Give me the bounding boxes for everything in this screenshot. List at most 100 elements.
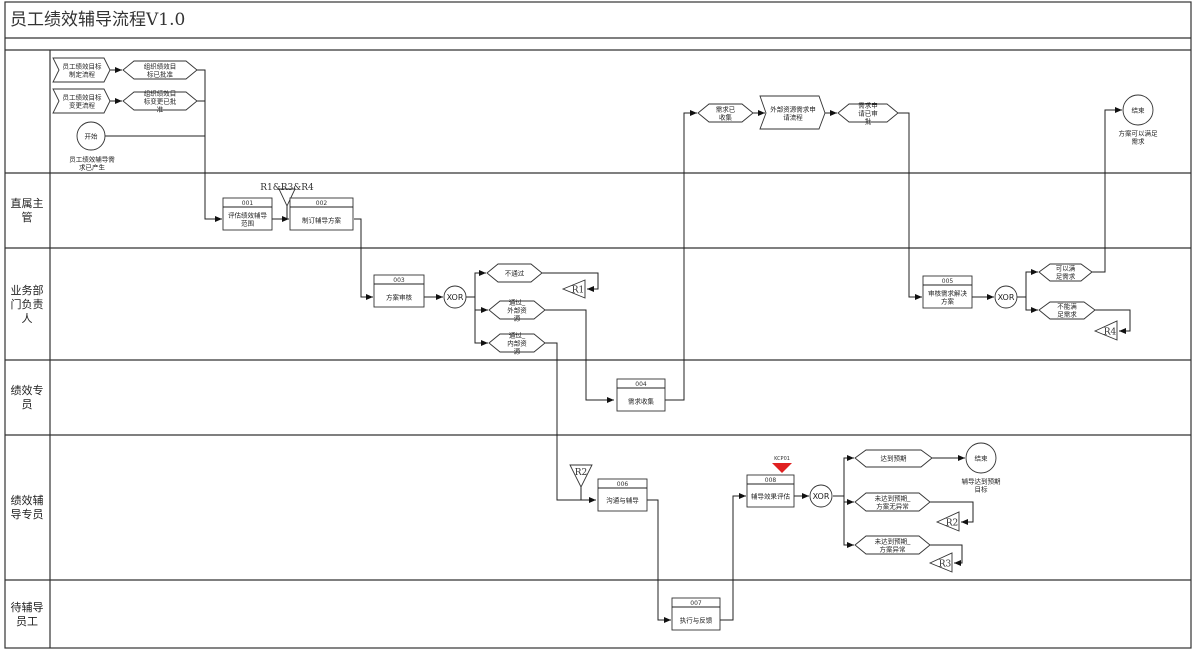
label-line: 达到预期 bbox=[881, 453, 908, 462]
process-004[interactable]: 004 需求收集 bbox=[616, 378, 666, 412]
shape-label: 员工绩效目标制定流程 bbox=[63, 61, 103, 78]
connector bbox=[833, 455, 854, 497]
shape-outline bbox=[837, 103, 899, 123]
shape-label: 需求申请已审批 bbox=[858, 100, 878, 125]
connector bbox=[474, 310, 488, 346]
start-event[interactable]: 开始 bbox=[76, 121, 106, 151]
kcp-marker[interactable]: KCP01 bbox=[772, 456, 792, 473]
event-below-expectation-plan-abnormal[interactable]: 未达到预期_方案异常 bbox=[854, 535, 931, 555]
connector bbox=[720, 493, 746, 621]
shape-label: XOR bbox=[813, 492, 830, 501]
label-line: 足需求 bbox=[1056, 271, 1076, 280]
event-rejected[interactable]: 不通过 bbox=[486, 263, 543, 283]
shape-outline bbox=[561, 279, 586, 299]
label-line: 员工 bbox=[16, 615, 38, 628]
label-line: 准 bbox=[157, 104, 164, 113]
event-org-goal-change-approved[interactable]: 组织绩效目标变更已批准 bbox=[122, 88, 198, 113]
shape-label: 需求已收集 bbox=[716, 104, 736, 121]
event-cannot-meet-demand[interactable]: 不能满足需求 bbox=[1038, 301, 1096, 320]
shape-outline bbox=[373, 274, 425, 308]
event-demand-collected[interactable]: 需求已收集 bbox=[697, 103, 754, 123]
label-line: 源 bbox=[514, 346, 521, 355]
shape-label: 通过_外部资源 bbox=[507, 297, 527, 322]
event-org-goal-approved[interactable]: 组织绩效目标已批准 bbox=[122, 60, 198, 80]
swimlane-frame bbox=[4, 1, 1192, 649]
label-line: 导专员 bbox=[11, 507, 44, 521]
diagram-title: 员工绩效辅导流程V1.0 bbox=[10, 10, 185, 30]
xor-gateway-1[interactable]: XOR bbox=[443, 285, 467, 309]
subprocess-external-resource-request[interactable]: 外部资源需求申请流程 bbox=[759, 95, 826, 130]
start-event-caption: 员工绩效辅导需求已产生 bbox=[69, 154, 115, 171]
shape-label: 008 bbox=[765, 477, 777, 484]
process-006[interactable]: 006 沟通与辅导 bbox=[597, 478, 648, 512]
label-line: 制定流程 bbox=[69, 69, 96, 78]
risk-marker-r2-expectation[interactable]: R2 bbox=[935, 511, 960, 532]
shape-outline bbox=[1038, 263, 1093, 282]
shape-label: R3 bbox=[939, 560, 952, 570]
end-event-coaching-goal-met[interactable]: 结束 bbox=[965, 442, 997, 474]
process-007[interactable]: 007 执行与反馈 bbox=[671, 597, 721, 631]
process-001[interactable]: 001 评估绩效辅导范围 bbox=[222, 197, 273, 231]
shape-label: 005 bbox=[942, 278, 954, 285]
lane-label-performance-specialist: 绩效专员 bbox=[11, 383, 44, 411]
event-below-expectation-plan-ok[interactable]: 未达到预期_方案无异常 bbox=[854, 492, 931, 512]
connector bbox=[665, 110, 697, 401]
label-line: 请流程 bbox=[783, 112, 803, 121]
label-line: 内部资 bbox=[507, 338, 527, 347]
shape-label: XOR bbox=[998, 293, 1015, 302]
label-line: 方案无异常 bbox=[876, 501, 909, 510]
shape-outline bbox=[488, 300, 546, 320]
risk-marker-r2-coaching[interactable]: R2 bbox=[569, 464, 593, 489]
shape-outline bbox=[616, 378, 666, 412]
label-line: 通过_ bbox=[509, 330, 526, 339]
risk-marker-r4[interactable]: R4 bbox=[1093, 320, 1118, 341]
risk-marker-r3[interactable]: R3 bbox=[928, 552, 953, 573]
connector bbox=[1017, 269, 1038, 298]
event-can-meet-demand[interactable]: 可以满足需求 bbox=[1038, 263, 1093, 282]
event-approved-internal[interactable]: 通过_内部资源 bbox=[488, 330, 546, 355]
shape-label: KCP01 bbox=[774, 456, 790, 462]
shape-label: 004 bbox=[635, 381, 647, 388]
shape-label: 员工绩效目标变更流程 bbox=[63, 92, 103, 109]
event-meets-expectation[interactable]: 达到预期 bbox=[854, 449, 933, 468]
shape-outline bbox=[569, 464, 593, 489]
shape-label: R1&R3&R4 bbox=[260, 183, 314, 193]
shape-label: R2 bbox=[575, 468, 588, 478]
shape-label: 沟通与辅导 bbox=[606, 495, 639, 504]
label-line: 不通过 bbox=[505, 268, 525, 277]
subprocess-goal-change[interactable]: 员工绩效目标变更流程 bbox=[52, 88, 111, 114]
end-event-plan-meets-demand[interactable]: 结束 bbox=[1122, 94, 1154, 126]
shape-outline bbox=[597, 478, 648, 512]
label-line: 未达到预期_ bbox=[875, 493, 912, 502]
shape-outline bbox=[488, 333, 546, 353]
xor-gateway-2[interactable]: XOR bbox=[994, 285, 1018, 309]
subprocess-goal-setting[interactable]: 员工绩效目标制定流程 bbox=[52, 57, 111, 83]
shape-outline bbox=[76, 121, 106, 151]
connector bbox=[930, 501, 974, 525]
process-005[interactable]: 005 审核需求解决方案 bbox=[922, 275, 973, 309]
label-line: 制订辅导方案 bbox=[302, 215, 342, 224]
shape-outline bbox=[759, 95, 826, 130]
label-line: 收集 bbox=[719, 112, 733, 121]
shape-outline bbox=[1038, 301, 1096, 320]
connector bbox=[545, 342, 596, 503]
label-line: 需求收集 bbox=[628, 396, 655, 405]
shape-label: 不能满足需求 bbox=[1057, 301, 1077, 318]
label-line: 组织绩效目 bbox=[144, 88, 177, 97]
connector bbox=[1025, 297, 1038, 313]
shape-outline bbox=[52, 88, 111, 114]
risk-marker-r1-r3-r4[interactable]: R1&R3&R4 bbox=[260, 183, 314, 208]
shape-label: 通过_内部资源 bbox=[507, 330, 527, 355]
xor-gateway-3[interactable]: XOR bbox=[809, 484, 833, 508]
connector bbox=[843, 496, 854, 505]
process-002[interactable]: 002 制订辅导方案 bbox=[289, 197, 354, 231]
label-line: 员工绩效目标 bbox=[63, 92, 103, 101]
process-003[interactable]: 003 方案审核 bbox=[373, 274, 425, 308]
shape-label: 006 bbox=[617, 481, 629, 488]
label-line: 绩效专 bbox=[11, 383, 44, 397]
risk-marker-r1[interactable]: R1 bbox=[561, 279, 586, 299]
event-request-approved[interactable]: 需求申请已审批 bbox=[837, 100, 899, 125]
process-008[interactable]: 008 辅导效果评估 bbox=[746, 474, 795, 508]
event-approved-external[interactable]: 通过_外部资源 bbox=[488, 297, 546, 322]
